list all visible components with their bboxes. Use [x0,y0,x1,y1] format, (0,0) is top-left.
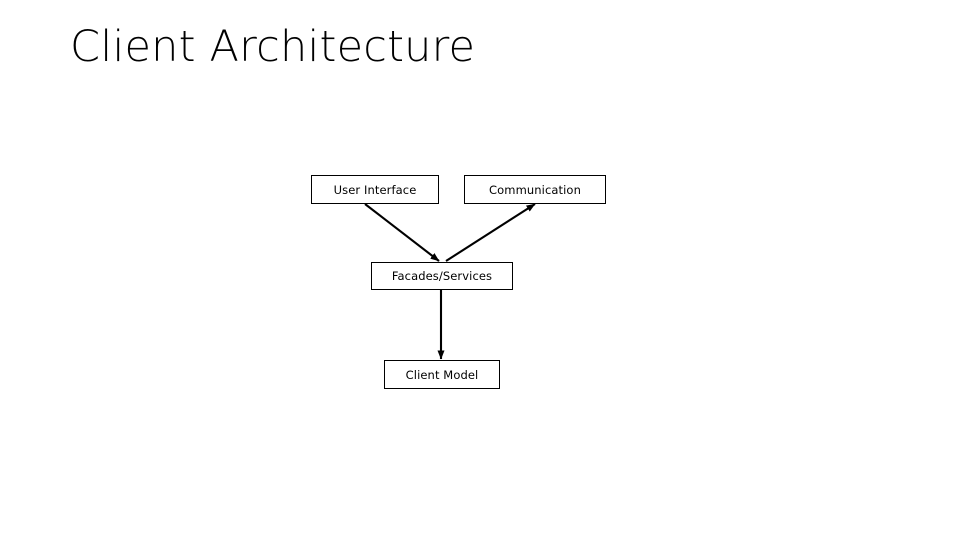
diagram-node-label: Communication [489,182,581,197]
connector-facades-to-communication [445,203,536,262]
connector-ui-to-facades [364,203,440,262]
page-title: Client Architecture [70,22,476,72]
diagram-node-facades-services[interactable]: Facades/Services [371,262,513,290]
diagram-node-label: User Interface [333,182,417,197]
diagram-node-client-model[interactable]: Client Model [384,360,500,389]
diagram-node-communication[interactable]: Communication [464,175,606,204]
diagram-node-user-interface[interactable]: User Interface [311,175,439,204]
diagram-node-label: Facades/Services [391,269,493,283]
diagram-node-label: Client Model [405,367,479,382]
